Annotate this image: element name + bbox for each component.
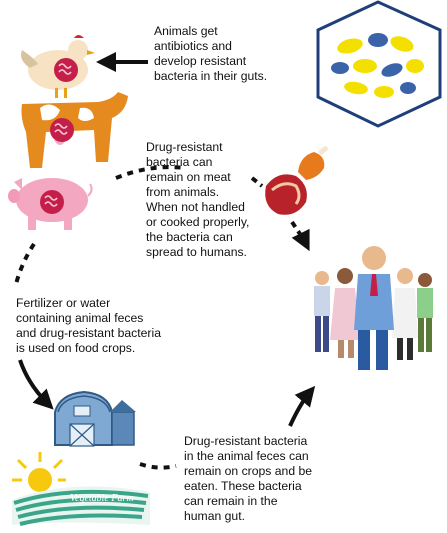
caption-meat-line-4: from animals. xyxy=(146,185,220,199)
caption-crops-line-4: eaten. These bacteria xyxy=(184,479,302,493)
caption-crops-line-1: Drug-resistant bacteria xyxy=(184,434,308,448)
caption-fertilizer-line-2: containing animal feces xyxy=(16,311,144,325)
caption-crops-line-3: remain on crops and be xyxy=(184,464,313,478)
caption-meat-line-7: the bacteria can xyxy=(146,230,233,244)
sun-icon xyxy=(12,452,66,492)
caption-antibiotics: Animals get antibiotics and develop resi… xyxy=(154,24,267,84)
caption-crops-line-6: human gut. xyxy=(184,509,245,523)
arrow-meat-dash xyxy=(250,176,264,188)
pills-hexagon-icon xyxy=(316,0,442,128)
arrow-meat-to-humans xyxy=(290,220,306,242)
caption-fertilizer-line-4: is used on food crops. xyxy=(16,341,136,355)
caption-antibiotics-line-1: Animals get xyxy=(154,24,218,38)
caption-antibiotics-line-4: bacteria in their guts. xyxy=(154,69,268,83)
arrow-farm-to-crops xyxy=(139,462,177,470)
arrow-pig-to-farm-top xyxy=(14,242,36,285)
caption-meat-line-5: When not handled xyxy=(146,200,245,214)
people-group-icon xyxy=(314,246,433,370)
farm-label: Vegetable Farm xyxy=(70,493,134,504)
meat-icon xyxy=(265,146,328,215)
cycle-arrows xyxy=(14,52,316,470)
caption-crops-line-2: in the animal feces can xyxy=(184,449,309,463)
caption-antibiotics-line-2: antibiotics and xyxy=(154,39,232,53)
barn-icon xyxy=(54,390,136,447)
arrow-animals-to-meat xyxy=(115,165,186,180)
caption-meat-line-6: or cooked properly, xyxy=(146,215,250,229)
caption-meat-line-3: remain on meat xyxy=(146,170,231,184)
chicken-icon xyxy=(21,35,95,98)
caption-crops: Drug-resistant bacteria in the animal fe… xyxy=(184,434,312,524)
caption-meat-line-1: Drug-resistant xyxy=(146,140,223,154)
arrow-meat-to-humans-head xyxy=(291,228,310,252)
caption-meat-line-2: bacteria can xyxy=(146,155,213,169)
arrow-crops-to-humans xyxy=(288,385,316,427)
arrow-pig-to-farm xyxy=(18,359,54,410)
pig-icon xyxy=(8,178,93,230)
caption-crops-line-5: can remain in the xyxy=(184,494,278,508)
caption-meat-line-8: spread to humans. xyxy=(146,245,247,259)
crop-field-icon xyxy=(12,486,150,526)
caption-fertilizer-line-3: and drug-resistant bacteria xyxy=(16,326,161,340)
caption-fertilizer-line-1: Fertilizer or water xyxy=(16,296,111,310)
caption-fertilizer: Fertilizer or water containing animal fe… xyxy=(16,296,161,356)
cow-icon xyxy=(21,92,128,168)
caption-meat: Drug-resistant bacteria can remain on me… xyxy=(146,140,249,260)
caption-antibiotics-line-3: develop resistant xyxy=(154,54,247,68)
